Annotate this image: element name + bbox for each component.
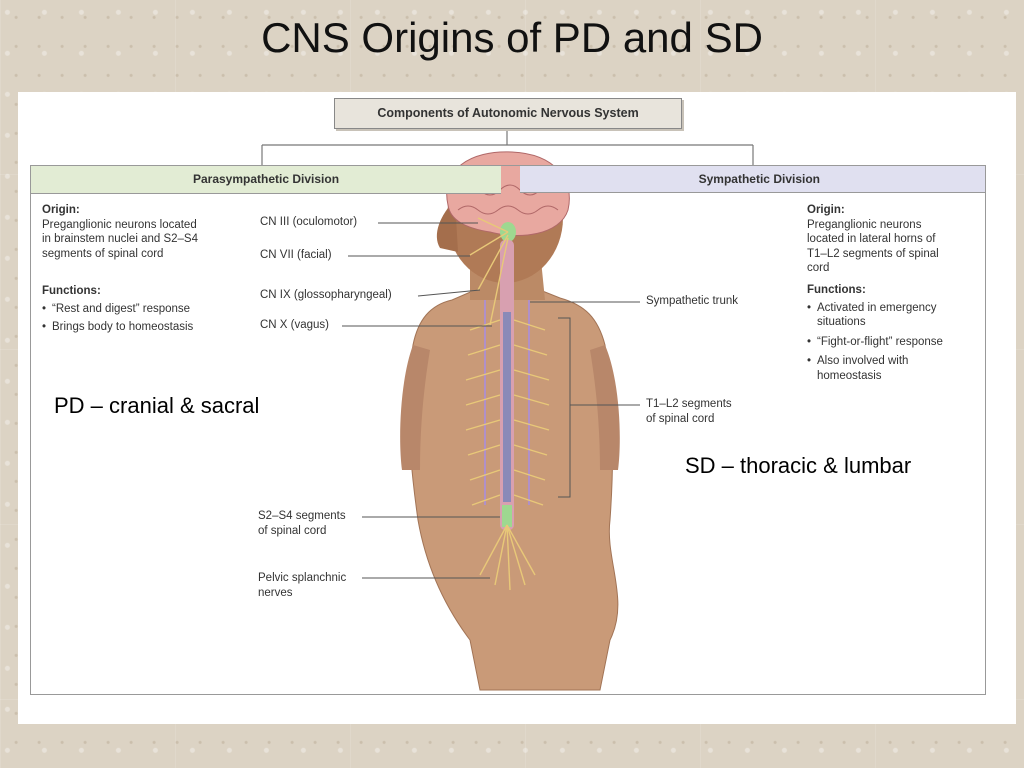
label-s2s4: S2–S4 segments of spinal cord [258,510,346,537]
list-item: “Fight-or-flight” response [807,335,943,350]
diagram-frame [30,165,986,695]
slide-title: CNS Origins of PD and SD [261,14,763,61]
sd-annotation: SD – thoracic & lumbar [685,453,912,478]
sympathetic-origin: Origin: Preganglionic neurons located in… [807,204,939,274]
list-item: Activated in emergency situations [807,301,943,330]
sympathetic-heading: Sympathetic Division [520,166,985,193]
list-item: “Rest and digest” response [42,302,193,317]
components-box: Components of Autonomic Nervous System [334,98,682,129]
label-cn7: CN VII (facial) [260,249,332,261]
list-item: Also involved with homeostasis [807,354,943,383]
parasympathetic-heading: Parasympathetic Division [31,166,501,194]
list-item: Brings body to homeostasis [42,320,193,335]
label-cn10: CN X (vagus) [260,319,330,331]
label-sympathetic-trunk: Sympathetic trunk [646,295,739,307]
pd-annotation: PD – cranial & sacral [54,393,260,418]
label-cn3: CN III (oculomotor) [260,216,358,228]
sympathetic-functions: Functions: Activated in emergency situat… [807,283,943,383]
label-pelvic-splanchnic: Pelvic splanchnic nerves [258,572,347,599]
label-cn9: CN IX (glossopharyngeal) [260,289,392,301]
parasympathetic-origin: Origin: Preganglionic neurons located in… [42,204,198,260]
label-t1l2: T1–L2 segments of spinal cord [646,398,732,425]
parasympathetic-functions: Functions: “Rest and digest” response Br… [42,284,193,335]
